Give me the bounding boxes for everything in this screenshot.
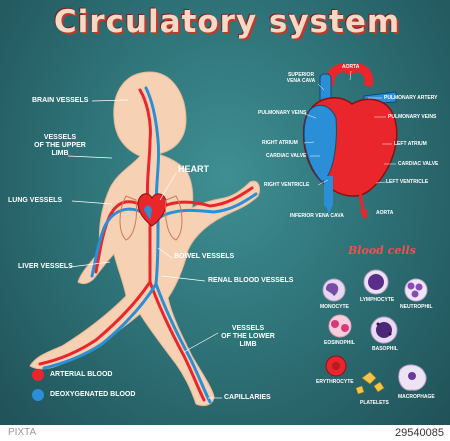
label-eosinophil: EOSINOPHIL (324, 340, 355, 346)
label-vessels-upper-limb-line3: LIMB (51, 150, 69, 157)
body-heart (137, 193, 167, 227)
watermark-id: 29540085 (395, 427, 444, 439)
label-superior-vena-cava-line1: SUPERIOR (287, 72, 315, 78)
blood-cell-eosinophil (328, 314, 352, 338)
label-vessels-upper-limb-line1: VESSELS (43, 134, 77, 141)
label-renal-blood-vessels: RENAL BLOOD VESSELS (208, 277, 294, 284)
blood-cell-monocyte (322, 278, 346, 302)
label-vessels-lower-limb: VESSELS OF THE LOWER LIMB (218, 325, 278, 349)
label-left-ventricle: LEFT VENTRICLE (386, 179, 429, 185)
label-lung-vessels: LUNG VESSELS (8, 197, 63, 204)
legend-deoxygenated-label: DEOXYGENATED BLOOD (50, 391, 136, 398)
label-aorta-top: AORTA (342, 64, 360, 70)
label-bowel-vessels: BOWEL VESSELS (174, 253, 235, 260)
label-superior-vena-cava-line2: VENA CAVA (286, 78, 316, 84)
label-vessels-lower-limb-line3: LIMB (239, 341, 257, 348)
blood-cell-macrophage (398, 364, 427, 391)
anatomical-heart (302, 63, 398, 220)
label-macrophage: MACROPHAGE (398, 394, 435, 400)
watermark-bar: PIXTA 29540085 (0, 425, 450, 441)
label-cardiac-valve-left: CARDIAC VALVE (266, 153, 307, 159)
label-vessels-lower-limb-line2: OF THE LOWER (221, 333, 275, 340)
label-brain-vessels: BRAIN VESSELS (32, 97, 89, 104)
blood-cells-title: Blood cells (348, 244, 416, 257)
label-monocyte: MONOCYTE (320, 304, 349, 310)
label-heart: HEART (178, 164, 209, 174)
label-cardiac-valve-right: CARDIAC VALVE (398, 161, 439, 167)
blood-cell-erythrocyte (325, 355, 347, 377)
lungs (119, 195, 183, 241)
label-aorta-bottom: AORTA (376, 210, 394, 216)
label-inferior-vena-cava: INFERIOR VENA CAVA (290, 213, 344, 219)
arterial-vessels (38, 88, 254, 402)
page-title: Circulatory system (53, 4, 401, 40)
label-right-atrium: RIGHT ATRIUM (262, 140, 298, 146)
label-superior-vena-cava: SUPERIOR VENA CAVA (276, 72, 326, 84)
legend-deoxygenated-dot (32, 389, 44, 401)
label-vessels-upper-limb: VESSELS OF THE UPPER LIMB (30, 134, 90, 158)
body-silhouette (29, 71, 261, 407)
label-vessels-upper-limb-line2: OF THE UPPER (34, 142, 86, 149)
label-pulmonary-veins-left: PULMONARY VEINS (258, 110, 307, 116)
label-erythrocyte: ERYTHROCYTE (316, 379, 354, 385)
blood-cell-platelets (355, 371, 385, 395)
heart-label-pointers (301, 70, 396, 186)
blood-cell-neutrophil (404, 278, 428, 302)
legend-arterial-label: ARTERIAL BLOOD (50, 371, 113, 378)
label-lymphocyte: LYMPHOCYTE (360, 297, 395, 303)
label-left-atrium: LEFT ATRIUM (394, 141, 427, 147)
label-pulmonary-artery: PULMONARY ARTERY (384, 95, 438, 101)
blood-cell-basophil (370, 316, 398, 344)
watermark-logo: PIXTA (8, 427, 37, 438)
blood-cell-lymphocyte (363, 269, 389, 295)
label-capillaries: CAPILLARIES (224, 394, 271, 401)
label-platelets: PLATELETS (360, 400, 389, 406)
legend-arterial-dot (32, 369, 44, 381)
venous-vessels (42, 86, 258, 404)
label-pulmonary-veins-right: PULMONARY VEINS (388, 114, 437, 120)
label-liver-vessels: LIVER VESSELS (18, 263, 73, 270)
label-vessels-lower-limb-line1: VESSELS (231, 325, 265, 332)
label-right-ventricle: RIGHT VENTRICLE (264, 182, 310, 188)
body-label-pointers (67, 99, 222, 399)
label-neutrophil: NEUTROPHIL (400, 304, 433, 310)
label-basophil: BASOPHIL (372, 346, 398, 352)
